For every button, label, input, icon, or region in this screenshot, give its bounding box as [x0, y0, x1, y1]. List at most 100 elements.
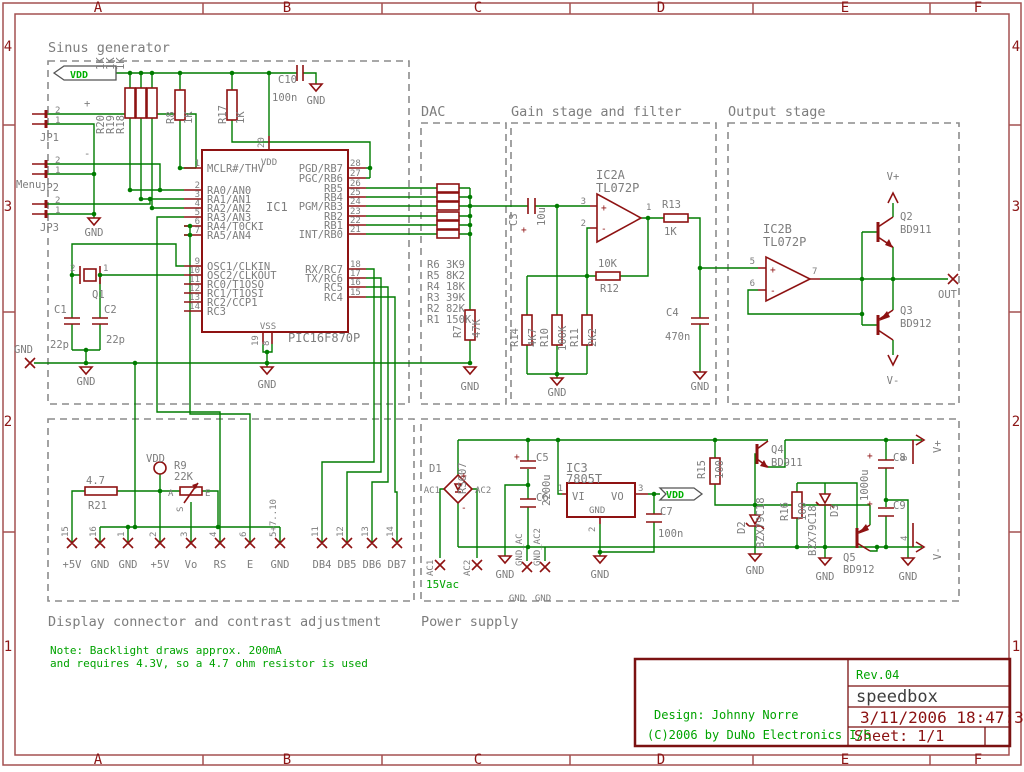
bridge-rectifier-d1 [442, 473, 474, 505]
ic1-rc7: RX/RC7 [305, 264, 343, 276]
junction-dot [467, 360, 473, 366]
val-r7: 47K [471, 318, 483, 338]
junction-dots [69, 70, 896, 555]
disp-pn15: 15 [61, 526, 71, 537]
ic1-pn26: 26 [350, 179, 361, 189]
vplus-arrow-psu [915, 434, 926, 446]
junction-dot [651, 491, 657, 497]
section-dac: DAC [421, 104, 445, 120]
junction-dot [264, 349, 270, 355]
vplus-arrow-output [887, 191, 899, 204]
ic1-pn22: 22 [350, 216, 361, 226]
val-q3: BD912 [900, 318, 932, 330]
disp-gnd-1: GND [91, 559, 110, 571]
val-r16: 100 [797, 502, 809, 521]
junction-dot [147, 196, 153, 202]
frame-col-f-top: F [974, 0, 982, 16]
disp-5v-1: +5V [63, 559, 83, 571]
ref-c2: C2 [104, 304, 117, 316]
ic1-pn25: 25 [350, 188, 361, 198]
capacitor-c8 [878, 459, 894, 469]
frame-col-a-bot: A [94, 752, 103, 768]
ic1-pn12: 12 [189, 284, 200, 294]
title-datetime: 3/11/2006 18:47:36 [860, 708, 1024, 727]
ref-r21: R21 [88, 500, 107, 512]
val-r10: 100K [557, 325, 569, 351]
junction-dot [266, 70, 272, 76]
frame-col-c-top: C [474, 0, 482, 16]
transistor-q4 [755, 440, 769, 468]
ic2a-p3: 3 [581, 197, 586, 207]
zener-d3 [815, 493, 835, 509]
disp-pn1: 1 [117, 532, 127, 537]
vdd-flag-psu: VDD [666, 490, 684, 501]
resistor-r14-r10-r11 [521, 314, 593, 346]
disp-vdd: VDD [146, 453, 165, 465]
resistor-r15 [709, 457, 721, 485]
disp-pn13: 13 [361, 526, 371, 537]
val-c5: 2200u [541, 474, 553, 506]
val-r8: 1K [183, 111, 195, 124]
val-q5: BD912 [843, 564, 875, 576]
title-sheet: Sheet: 1/1 [854, 727, 944, 745]
ic1-ra2: RA2/AN2 [207, 203, 251, 215]
c5-plus: + [514, 452, 520, 463]
val-c7: 100n [658, 528, 683, 540]
title-block [633, 657, 1012, 748]
title-copyright: (C)2006 by DuNo Electronics I/S [647, 728, 871, 742]
val-c10: 100n [272, 92, 297, 104]
junction-dot [83, 347, 89, 353]
jp1-p1: 1 [55, 116, 60, 126]
section-output: Output stage [728, 104, 826, 120]
ref-c10: C10 [278, 74, 297, 86]
ac-input-x-marks [434, 559, 551, 573]
ic1-pn15: 15 [350, 288, 361, 298]
ref-ic2b: IC2B [763, 222, 792, 236]
disp-pn2: 2 [149, 532, 159, 537]
junction-dot [555, 437, 561, 443]
ref-c4: C4 [666, 307, 679, 319]
gndac-label: GND_AC [515, 533, 525, 566]
junction-dot [367, 165, 373, 171]
disp-pn14: 14 [386, 526, 396, 537]
ic2a-plus: + [601, 203, 607, 214]
ic2b-p6: 6 [750, 279, 755, 289]
ic2b-p5: 5 [750, 257, 755, 267]
gnd-symbols-sinus [24, 83, 324, 376]
c8-plus: + [867, 451, 873, 462]
junction-dot [467, 213, 473, 219]
capacitor-c2 [92, 317, 108, 325]
val-d1: RS607 [457, 462, 469, 494]
junction-dot [883, 497, 889, 503]
ic1-ra3: RA3/AN3 [207, 212, 251, 224]
power-supply-wires [439, 439, 922, 561]
junction-dot [177, 70, 183, 76]
ic1-ra0: RA0/AN0 [207, 185, 251, 197]
disp-pn3: 3 [180, 532, 190, 537]
ic1-pn24: 24 [350, 197, 361, 207]
jumper-jp2 [32, 160, 48, 178]
transistor-q5 [855, 524, 871, 552]
ic1-rc6: TX/RC6 [305, 273, 343, 285]
ic1-rb6: PGC/RB6 [299, 173, 343, 185]
ref-d2: D2 [736, 521, 748, 534]
note-line1: Note: Backlight draws approx. 200mA [50, 644, 282, 657]
disp-db4: DB4 [313, 559, 332, 571]
vdd-circle-display [153, 461, 167, 475]
title-rev: Rev.04 [856, 668, 899, 682]
ic1-pn21: 21 [350, 225, 361, 235]
resistor-r20-r19-r18 [124, 87, 158, 119]
junction-dot [132, 360, 138, 366]
frame-row-1-left: 1 [4, 639, 12, 655]
section-power: Power supply [421, 614, 519, 630]
frame-col-d-bot: D [657, 752, 665, 768]
ic1-pn28: 28 [350, 159, 361, 169]
jumper-jp1 [32, 110, 48, 128]
frame-col-a-top: A [94, 0, 103, 16]
dac-row-r2: R2 82K [427, 303, 466, 315]
val-q4: BD911 [771, 457, 803, 469]
frame-row-4-left: 4 [4, 39, 12, 55]
junction-dot [584, 273, 590, 279]
